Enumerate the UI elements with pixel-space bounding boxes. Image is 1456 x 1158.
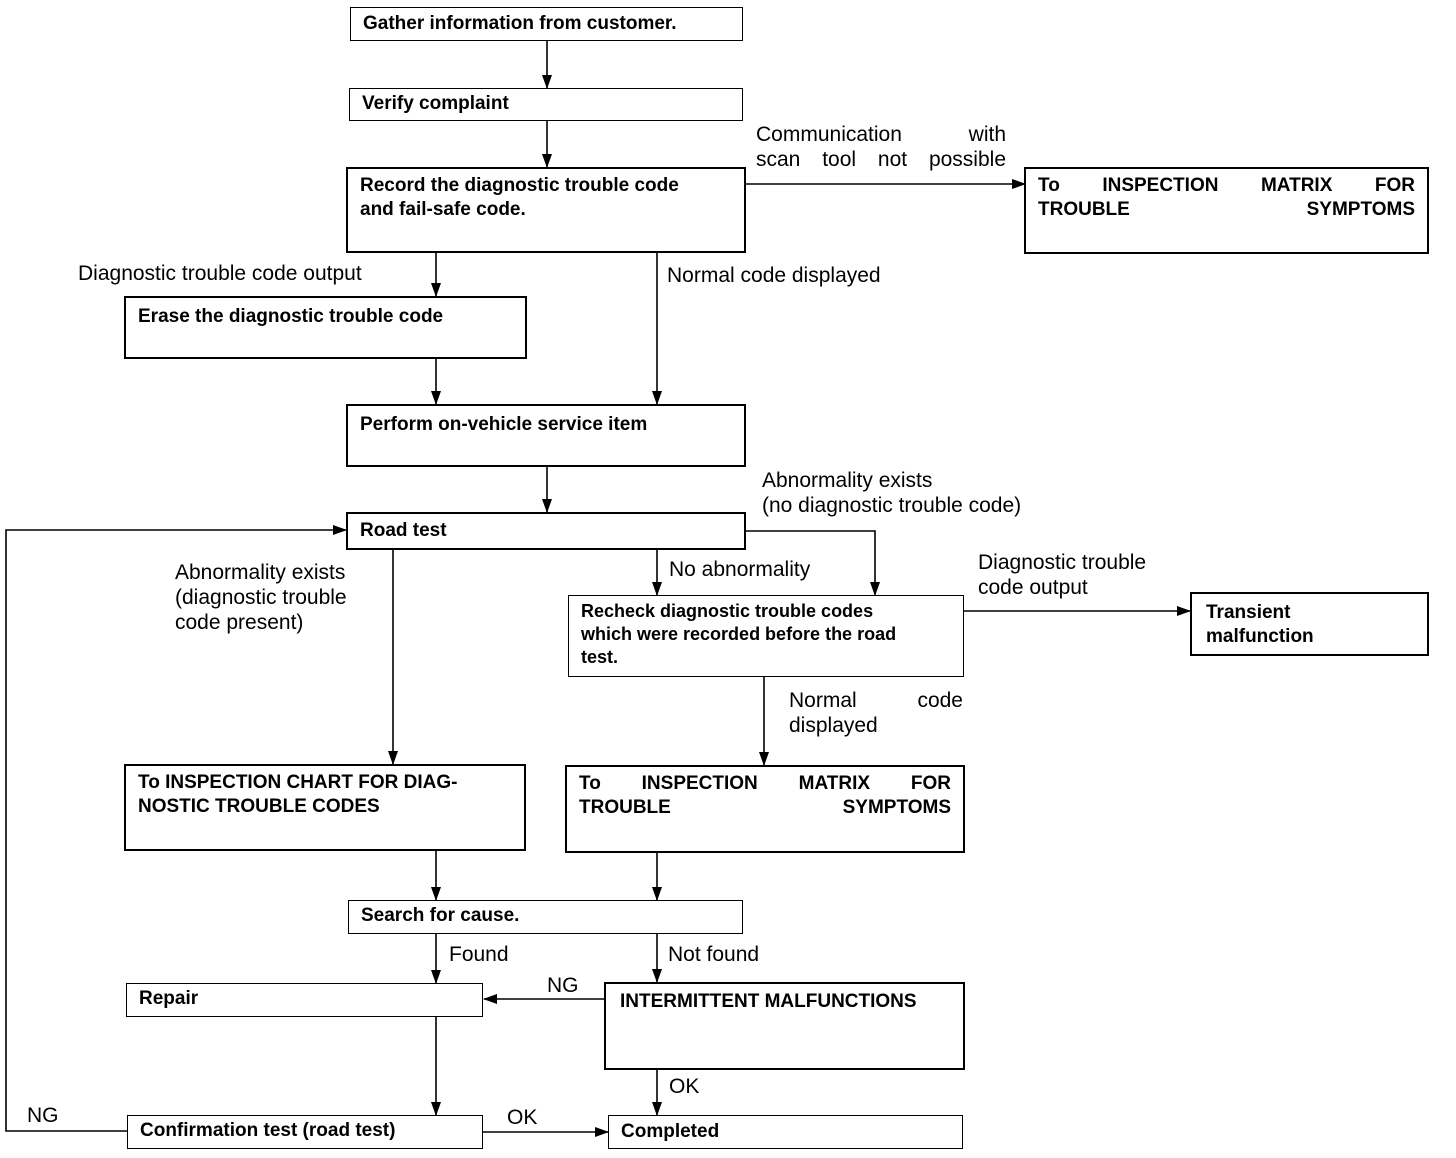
confirmation-test-text: Confirmation test (road test) [140, 1120, 396, 1141]
record-dtc-box: Record the diagnostic trouble code and f… [346, 167, 746, 253]
inspection-matrix-mid-text: To INSPECTION MATRIX FOR TROUBLE SYMPTOM… [579, 773, 951, 818]
completed-box: Completed [608, 1115, 963, 1149]
label-abnormality-no-dtc: Abnormality exists (no diagnostic troubl… [762, 469, 1022, 517]
perform-service-text: Perform on-vehicle service item [360, 414, 648, 435]
inspection-matrix-top-text: To INSPECTION MATRIX FOR TROUBLE SYMPTOM… [1038, 175, 1415, 220]
confirmation-test-box: Confirmation test (road test) [127, 1115, 483, 1149]
label-comm-not-possible: Communication with scan tool not possibl… [756, 123, 1006, 171]
inspection-matrix-top-box: To INSPECTION MATRIX FOR TROUBLE SYMPTOM… [1024, 167, 1429, 254]
completed-text: Completed [621, 1121, 720, 1142]
repair-text: Repair [139, 988, 199, 1009]
arrow-ng-loop-to-roadtest [5, 525, 347, 1132]
label-ng-loop: NG [27, 1104, 59, 1127]
verify-complaint-box: Verify complaint [349, 88, 743, 121]
record-dtc-text: Record the diagnostic trouble code and f… [360, 175, 679, 220]
road-test-text: Road test [360, 520, 447, 541]
erase-dtc-box: Erase the diagnostic trouble code [124, 296, 527, 359]
recheck-dtc-text: Recheck diagnostic trouble codes which w… [581, 601, 897, 667]
intermittent-malfunctions-box: INTERMITTENT MALFUNCTIONS [604, 982, 965, 1070]
label-ok-completed: OK [507, 1106, 538, 1129]
transient-malfunction-text: Transient malfunction [1206, 602, 1314, 647]
label-ng-repair: NG [547, 974, 579, 997]
gather-info-box: Gather information from customer. [350, 7, 743, 41]
label-normal-code-displayed: Normal code displayed [667, 264, 881, 287]
inspection-chart-dtc-text: To INSPECTION CHART FOR DIAG- NOSTIC TRO… [138, 772, 458, 817]
repair-box: Repair [126, 983, 483, 1017]
search-cause-text: Search for cause. [361, 905, 520, 926]
erase-dtc-text: Erase the diagnostic trouble code [138, 306, 444, 327]
label-dtc-output-left: Diagnostic trouble code output [78, 262, 362, 285]
inspection-matrix-mid-box: To INSPECTION MATRIX FOR TROUBLE SYMPTOM… [565, 765, 965, 853]
transient-malfunction-box: Transient malfunction [1190, 592, 1429, 656]
recheck-dtc-box: Recheck diagnostic trouble codes which w… [568, 595, 964, 677]
inspection-chart-dtc-box: To INSPECTION CHART FOR DIAG- NOSTIC TRO… [124, 764, 526, 851]
road-test-box: Road test [346, 512, 746, 550]
perform-service-box: Perform on-vehicle service item [346, 404, 746, 467]
gather-info-text: Gather information from customer. [363, 13, 677, 34]
label-ok-intermittent: OK [669, 1075, 700, 1098]
verify-complaint-text: Verify complaint [362, 93, 509, 114]
label-dtc-output-right: Diagnostic trouble code output [978, 551, 1147, 599]
arrow-roadtest-to-recheck-abnormal [745, 530, 880, 596]
label-found: Found [449, 943, 509, 966]
label-normal-code-displayed-2: Normal code displayed [789, 689, 963, 737]
intermittent-malfunctions-text: INTERMITTENT MALFUNCTIONS [620, 991, 917, 1012]
label-not-found: Not found [668, 943, 760, 966]
search-cause-box: Search for cause. [348, 900, 743, 934]
label-abnormality-dtc-present: Abnormality exists (diagnostic trouble c… [175, 561, 347, 634]
label-no-abnormality: No abnormality [669, 558, 811, 581]
